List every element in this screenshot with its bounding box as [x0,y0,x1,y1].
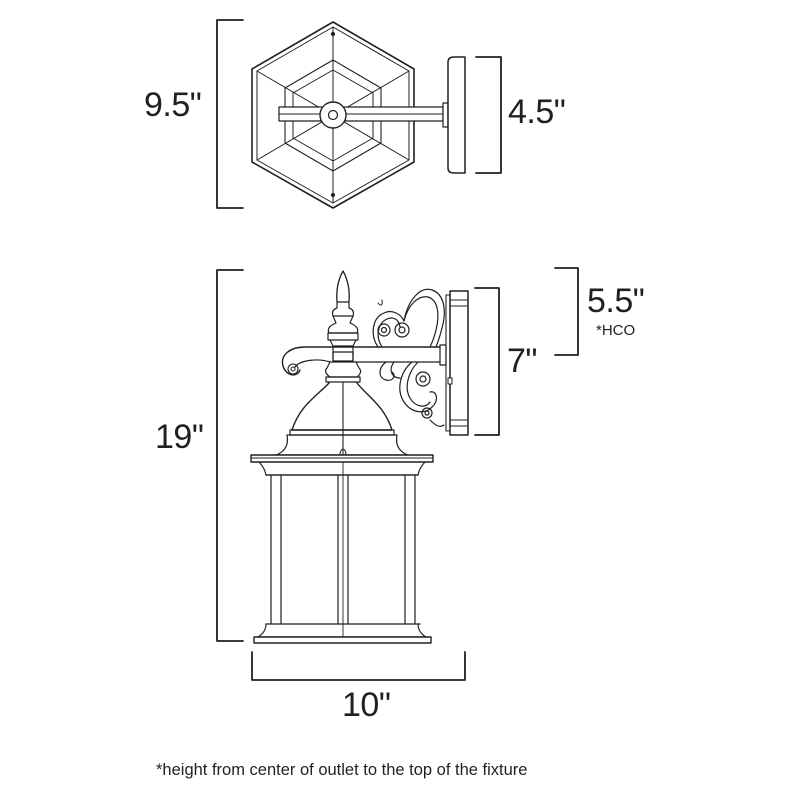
dimension-label-hco: 5.5" [587,282,645,320]
dimension-bracket-19 [216,269,244,642]
backplate-top [447,56,466,174]
scroll-bracket [372,288,445,427]
hexagon-shade-outer [251,21,415,209]
hub-icon [319,101,347,129]
top-view [216,19,502,209]
dimension-label-backplate-height: 7" [507,342,537,380]
dimension-label-backplate-depth: 4.5" [508,93,566,131]
hco-marker: *HCO [596,322,636,339]
dimension-bracket-9-5 [216,19,244,209]
footnote: *height from center of outlet to the top… [156,761,528,779]
dimension-label-height-top: 9.5" [144,86,202,124]
lantern-base [257,623,427,638]
lantern-dome [291,382,393,431]
finial [336,270,350,303]
dimension-label-width: 10" [342,686,391,724]
dimension-bracket-4-5 [475,56,502,174]
dimension-bracket-10 [251,651,466,681]
side-view [216,267,579,681]
side-arm [281,346,441,376]
dimension-bracket-5-5-hco [554,267,579,356]
dimension-bracket-7 [474,287,500,436]
dimension-label-overall-height: 19" [155,418,204,456]
cage-top-ring [250,454,434,463]
backplate-side [449,290,469,436]
lantern-glass-cage [270,461,416,643]
